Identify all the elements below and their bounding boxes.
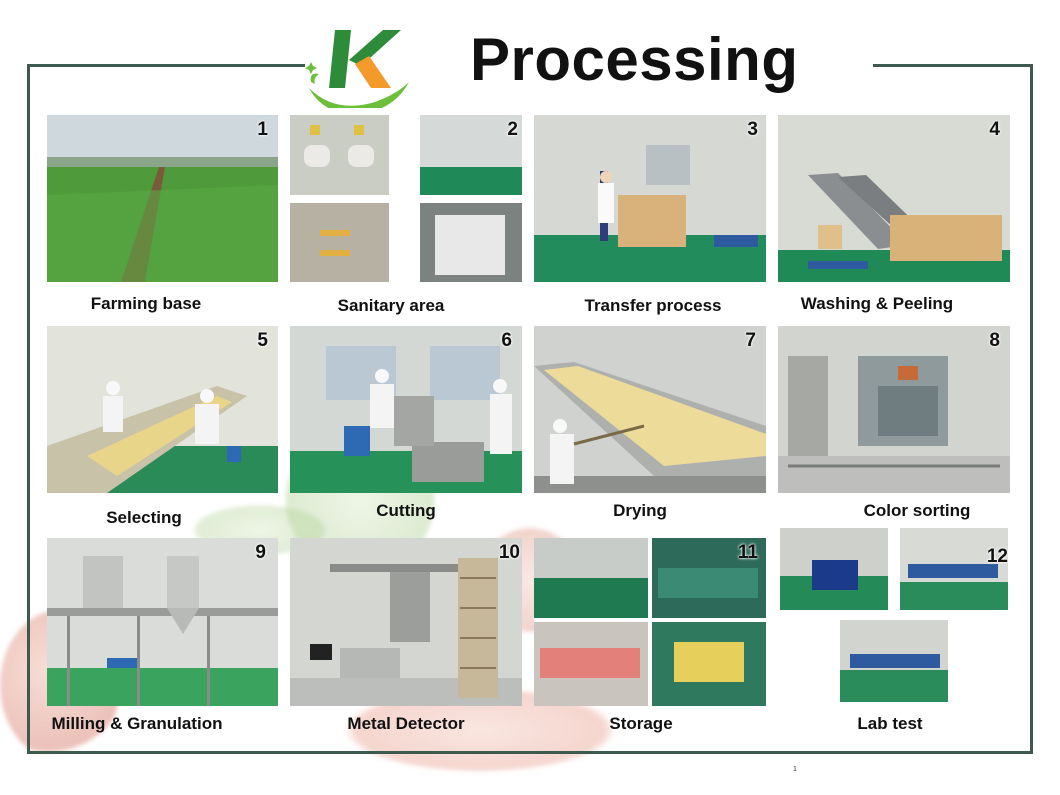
step-number: 10 — [498, 542, 520, 563]
step-number: 7 — [745, 330, 756, 351]
company-logo — [305, 30, 409, 108]
step-number: 3 — [747, 119, 758, 140]
step-number: 5 — [257, 330, 268, 351]
photo-storage: 11 — [534, 538, 766, 706]
step-number: 11 — [737, 542, 758, 563]
page-frame — [27, 64, 1033, 754]
photo-drying: 7 — [534, 326, 766, 493]
step-number: 2 — [507, 119, 518, 140]
step-label: Lab test — [857, 714, 923, 733]
frame-top-left-line — [27, 64, 305, 67]
photo-sanitary-area: 2 — [290, 115, 522, 282]
photo-farming-base: 1 — [47, 115, 278, 282]
photo-transfer-process: 3 — [534, 115, 766, 282]
footer-mark: 1 — [793, 766, 797, 773]
photo-selecting: 5 — [47, 326, 278, 493]
step-number: 6 — [501, 330, 512, 351]
step-label: Milling & Granulation — [51, 714, 223, 733]
step-label: Color sorting — [863, 501, 971, 520]
step-label: Storage — [609, 714, 673, 733]
step-label: Selecting — [106, 508, 182, 527]
step-label: Sanitary area — [337, 296, 445, 315]
photo-lab-test: 12 — [778, 526, 1010, 706]
photo-washing-peeling: 4 — [778, 115, 1010, 282]
step-number: 12 — [986, 546, 1008, 567]
step-number: 9 — [255, 542, 266, 563]
step-label: Drying — [613, 501, 667, 520]
step-number: 8 — [989, 330, 1000, 351]
step-label: Transfer process — [584, 296, 722, 315]
step-label: Cutting — [376, 501, 436, 520]
photo-milling-granulation: 9 — [47, 538, 278, 706]
step-label: Metal Detector — [347, 714, 465, 733]
frame-top-right-line — [873, 64, 1033, 67]
photo-metal-detector: 10 — [290, 538, 522, 706]
photo-cutting: 6 — [290, 326, 522, 493]
step-number: 4 — [989, 119, 1000, 140]
page-title: Processing — [470, 26, 799, 93]
photo-color-sorting: 8 — [778, 326, 1010, 493]
step-label: Farming base — [90, 294, 202, 313]
step-label: Washing & Peeling — [800, 294, 954, 313]
step-number: 1 — [257, 119, 268, 140]
